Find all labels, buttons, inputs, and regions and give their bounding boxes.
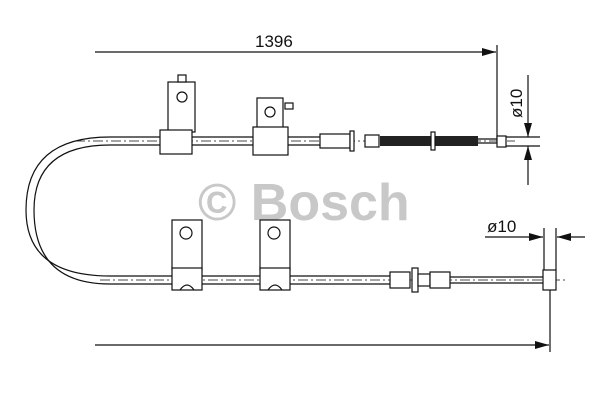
top-end-fitting [319, 130, 507, 152]
length-dimension: 1396 [95, 32, 498, 142]
bottom-bracket-2 [259, 219, 291, 291]
length-label: 1396 [255, 32, 293, 51]
top-bracket-2 [252, 97, 294, 156]
bottom-end-fitting [389, 267, 557, 293]
bottom-bracket-1 [171, 219, 203, 291]
top-bracket-1 [159, 74, 196, 155]
bottom-diameter-label: ø10 [487, 217, 516, 236]
bottom-length-dimension [95, 290, 551, 352]
top-diameter-label: ø10 [507, 89, 526, 118]
top-diameter-dimension: ø10 [506, 75, 540, 185]
bottom-diameter-dimension: ø10 [485, 217, 585, 270]
watermark: © Bosch [198, 174, 410, 232]
